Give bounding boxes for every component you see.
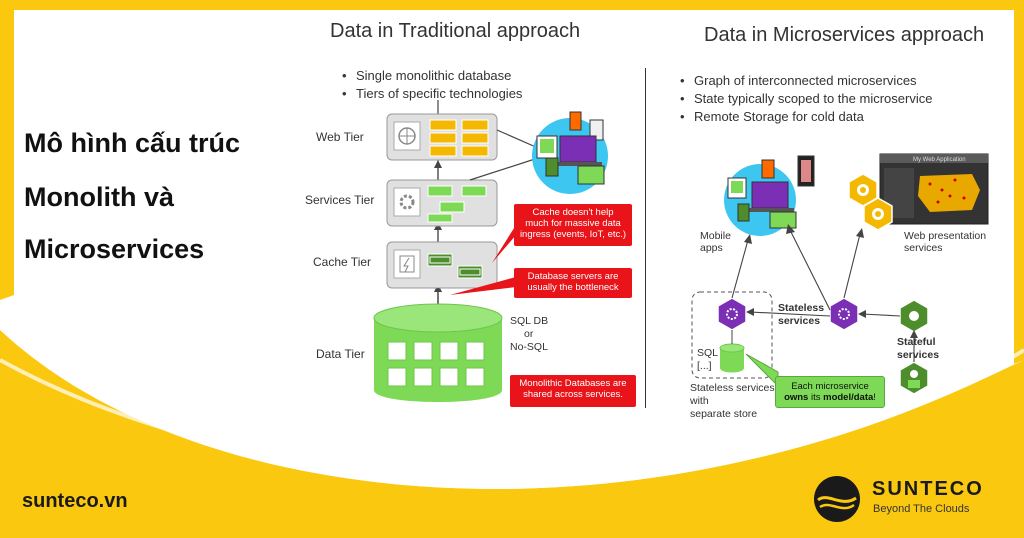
ownership-note-line-2: owns its model/data! <box>779 392 881 403</box>
db-label-line-3: No-SQL <box>510 341 548 353</box>
callout-cache-line-3: ingress (events, IoT, etc.) <box>519 229 627 240</box>
stateful-label-line-2: services <box>897 349 940 361</box>
brand-tagline: Beyond The Clouds <box>873 503 970 515</box>
separate-store-line-1: Stateless services <box>690 382 775 394</box>
page-title-line-2: Monolith và <box>24 182 174 212</box>
sunteco-logo-icon <box>814 476 860 522</box>
micro-bullet-1: Graph of interconnected microservices <box>680 73 917 88</box>
traditional-heading: Data in Traditional approach <box>330 20 581 42</box>
services-tier-label: Services Tier <box>305 193 375 207</box>
brand-name: SUNTECO <box>872 478 984 500</box>
mobile-label-line-1: Mobile <box>700 230 731 242</box>
separate-store-line-3: separate store <box>690 408 758 420</box>
web-app-title: My Web Application <box>913 157 966 163</box>
stateful-label-line-1: Stateful <box>897 336 936 348</box>
page-title-line-1: Mô hình cấu trúc <box>24 128 240 158</box>
web-label-line-2: services <box>904 242 943 254</box>
stateless-label-line-1: Stateless <box>778 302 825 314</box>
callout-db-bottleneck: Database servers are usually the bottlen… <box>514 268 632 298</box>
note-owns: owns <box>784 392 809 403</box>
callout-monolithic-shared: Monolithic Databases are shared across s… <box>510 375 636 407</box>
separate-store-line-2: with <box>690 395 709 407</box>
callout-cache: Cache doesn't help much for massive data… <box>514 204 632 246</box>
web-tier-label: Web Tier <box>316 130 364 144</box>
data-tier-label: Data Tier <box>316 347 365 361</box>
website-link[interactable]: sunteco.vn <box>22 490 128 512</box>
micro-bullet-2: State typically scoped to the microservi… <box>680 91 932 106</box>
traditional-bullet-2: Tiers of specific technologies <box>342 86 522 101</box>
db-label-line-2: or <box>524 328 534 340</box>
micro-bullet-3: Remote Storage for cold data <box>680 109 864 124</box>
microservices-diagram: My Web Application <box>691 153 989 395</box>
ownership-note: Each microservice owns its model/data! <box>775 376 885 408</box>
callout-db-line-2: usually the bottleneck <box>527 282 619 293</box>
sql-label-line-2: [...] <box>697 360 712 372</box>
section-divider <box>645 68 646 408</box>
note-model-data: model/data <box>823 392 874 403</box>
traditional-bullet-1: Single monolithic database <box>342 68 511 83</box>
traditional-architecture-diagram <box>373 100 608 402</box>
callout-cache-line-2: much for massive data <box>525 218 621 229</box>
cache-tier-label: Cache Tier <box>313 255 372 269</box>
ownership-note-line-1: Each microservice <box>791 381 869 392</box>
callout-db-line-1: Database servers are <box>527 271 619 282</box>
note-its: its <box>808 392 824 403</box>
note-exclaim: ! <box>873 392 876 403</box>
callout-shared-line-1: Monolithic Databases are <box>519 378 627 389</box>
web-label-line-1: Web presentation <box>904 230 987 242</box>
microservices-heading: Data in Microservices approach <box>704 24 985 46</box>
stateless-label-line-2: services <box>778 315 821 327</box>
mobile-label-line-2: apps <box>700 242 723 254</box>
page-title-line-3: Microservices <box>24 234 205 264</box>
db-label-line-1: SQL DB <box>510 315 549 327</box>
sql-label-line-1: SQL <box>697 347 719 359</box>
callout-pointers <box>450 225 516 295</box>
callout-shared-line-2: shared across services. <box>523 389 623 400</box>
callout-cache-line-1: Cache doesn't help <box>532 207 614 218</box>
